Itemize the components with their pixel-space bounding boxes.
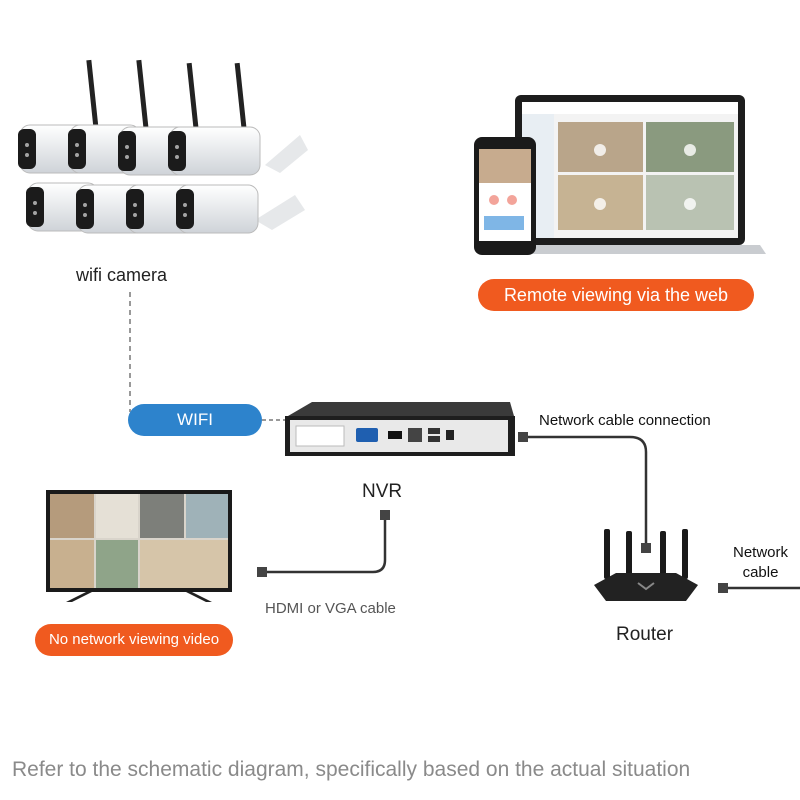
router-label: Router — [616, 624, 674, 645]
laptop-phone-icon — [470, 92, 770, 262]
remote-viewing-badge: Remote viewing via the web — [478, 279, 754, 311]
tv-monitor-icon — [46, 490, 232, 608]
network-cable-connection-label: Network cable connection — [539, 412, 711, 429]
nvr-label: NVR — [362, 481, 403, 502]
no-network-viewing-badge: No network viewing video — [35, 624, 233, 656]
camera-wifi-dashed-line — [125, 292, 135, 412]
wifi-cameras-icon — [10, 55, 310, 250]
network-cable-label-line1: Network — [733, 544, 789, 561]
wifi-camera-label: wifi camera — [76, 265, 168, 285]
router-icon — [586, 525, 704, 605]
nvr-device-icon — [282, 400, 518, 460]
wifi-nvr-dashed-line — [262, 415, 286, 425]
footer-note: Refer to the schematic diagram, specific… — [12, 758, 691, 781]
hdmi-vga-label: HDMI or VGA cable — [265, 600, 396, 617]
wifi-badge: WIFI — [128, 404, 262, 436]
network-cable-label: Network cable — [733, 543, 788, 583]
network-cable-label-line2: cable — [742, 564, 779, 581]
